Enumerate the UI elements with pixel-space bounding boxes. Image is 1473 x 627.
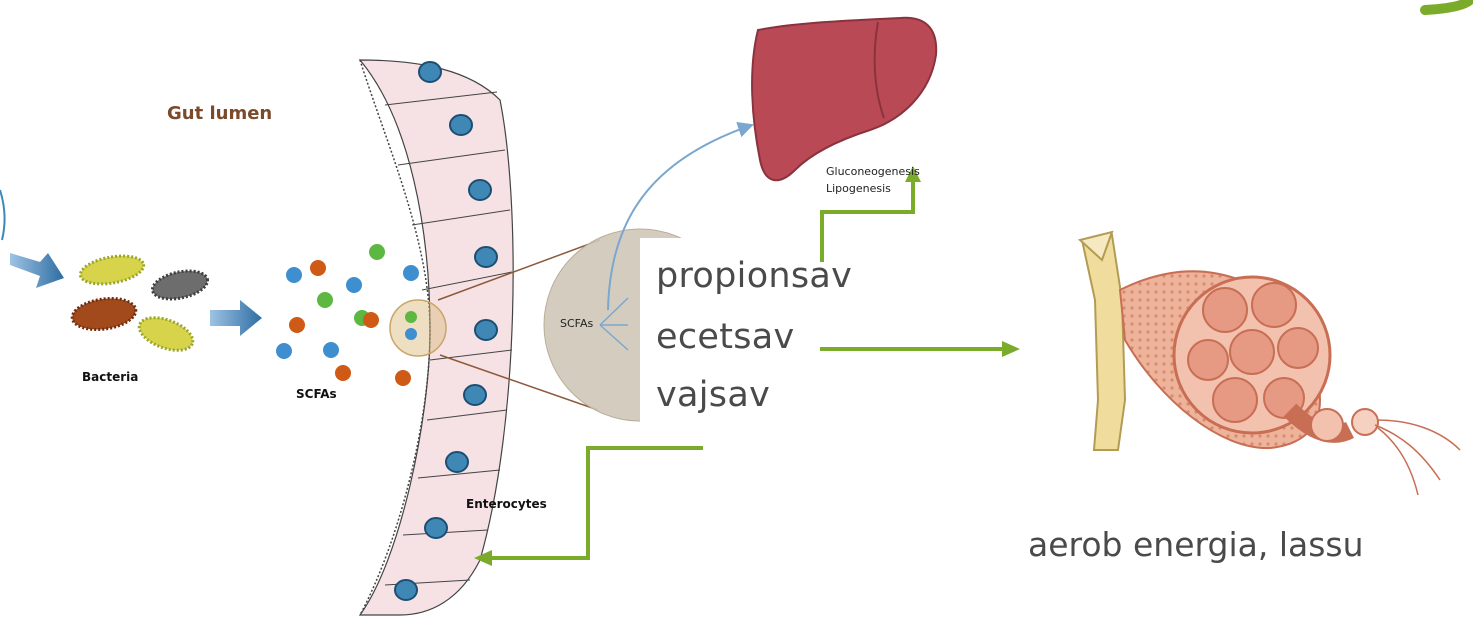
- gut-lumen-label: Gut lumen: [167, 103, 272, 124]
- propionsav-label: propionsav: [656, 256, 852, 296]
- scfas-label: SCFAs: [296, 387, 337, 401]
- gluconeogenesis-label: Gluconeogenesis: [826, 165, 920, 178]
- scfas-circle-label: SCFAs: [560, 317, 593, 330]
- muscle-icon: [1080, 232, 1460, 495]
- muscle-caption: aerob energia, lassu: [1028, 525, 1364, 564]
- bacteria-icon: [70, 252, 210, 357]
- bacteria-label: Bacteria: [82, 370, 138, 384]
- ecetsav-label: ecetsav: [656, 317, 795, 357]
- highlight-circle: [390, 300, 446, 356]
- enterocytes-label: Enterocytes: [466, 497, 547, 511]
- liver-icon: [752, 18, 936, 180]
- input-arrow-icon: [10, 253, 64, 288]
- vajsav-label: vajsav: [656, 375, 770, 415]
- bacteria-to-scfa-arrow-icon: [210, 300, 262, 336]
- left-edge-bracket: [0, 190, 5, 240]
- corner-arc: [1425, 0, 1470, 10]
- lipogenesis-label: Lipogenesis: [826, 182, 891, 195]
